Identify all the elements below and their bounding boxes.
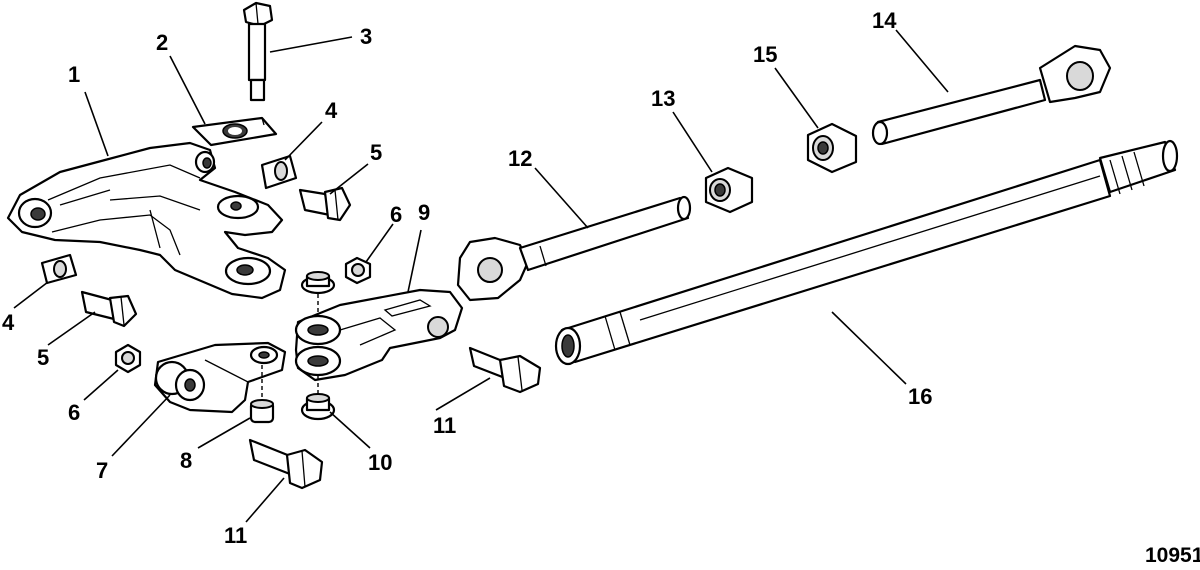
callout-15: 15 — [753, 42, 777, 67]
callout-1: 1 — [68, 62, 80, 87]
callout-3: 3 — [360, 24, 372, 49]
callout-11-right: 11 — [433, 413, 456, 438]
part-5-lower-bolt — [80, 290, 138, 328]
part-16-tube — [554, 139, 1179, 366]
callout-16: 16 — [908, 384, 932, 409]
part-4-upper-pad — [260, 154, 298, 190]
callout-labels: 1 2 3 4 5 4 5 6 6 9 7 8 10 11 11 12 13 1… — [2, 8, 932, 548]
callout-8: 8 — [180, 448, 192, 473]
callout-6-lower: 6 — [68, 400, 80, 425]
callout-10: 10 — [368, 450, 392, 475]
part-2-plate — [191, 116, 278, 147]
part-15-nut — [806, 122, 858, 174]
part-14-rod-end — [871, 44, 1112, 146]
part-11-lower-bolt — [248, 438, 324, 490]
part-8-bushing — [249, 365, 275, 424]
part-7-clevis — [153, 341, 287, 414]
callout-2: 2 — [156, 30, 168, 55]
part-11-right-bolt — [468, 346, 542, 394]
callout-14: 14 — [872, 8, 897, 33]
figure-number: 10951 — [1145, 544, 1200, 567]
callout-5-upper: 5 — [370, 140, 382, 165]
part-6-lower-nut — [114, 343, 142, 374]
part-9-yoke — [294, 288, 464, 382]
part-3-bolt — [242, 1, 274, 102]
part-6-upper-nut — [344, 256, 372, 285]
part-5-upper-bolt — [298, 186, 352, 222]
callout-4-lower: 4 — [2, 310, 15, 335]
callout-6-upper: 6 — [390, 202, 402, 227]
part-1-bracket — [6, 141, 287, 300]
callout-7: 7 — [96, 458, 108, 483]
part-4-lower-pad — [40, 253, 78, 285]
leader-lines — [13, 29, 949, 523]
washer-upper — [300, 271, 336, 316]
callout-9: 9 — [418, 200, 430, 225]
callout-12: 12 — [508, 146, 532, 171]
part-12-rod-end — [456, 195, 692, 302]
part-10-bushing — [300, 376, 336, 421]
callout-11-lower: 11 — [224, 523, 247, 548]
part-13-nut — [704, 166, 754, 214]
callout-5-lower: 5 — [37, 345, 49, 370]
callout-4-upper: 4 — [325, 98, 338, 123]
callout-13: 13 — [651, 86, 675, 111]
